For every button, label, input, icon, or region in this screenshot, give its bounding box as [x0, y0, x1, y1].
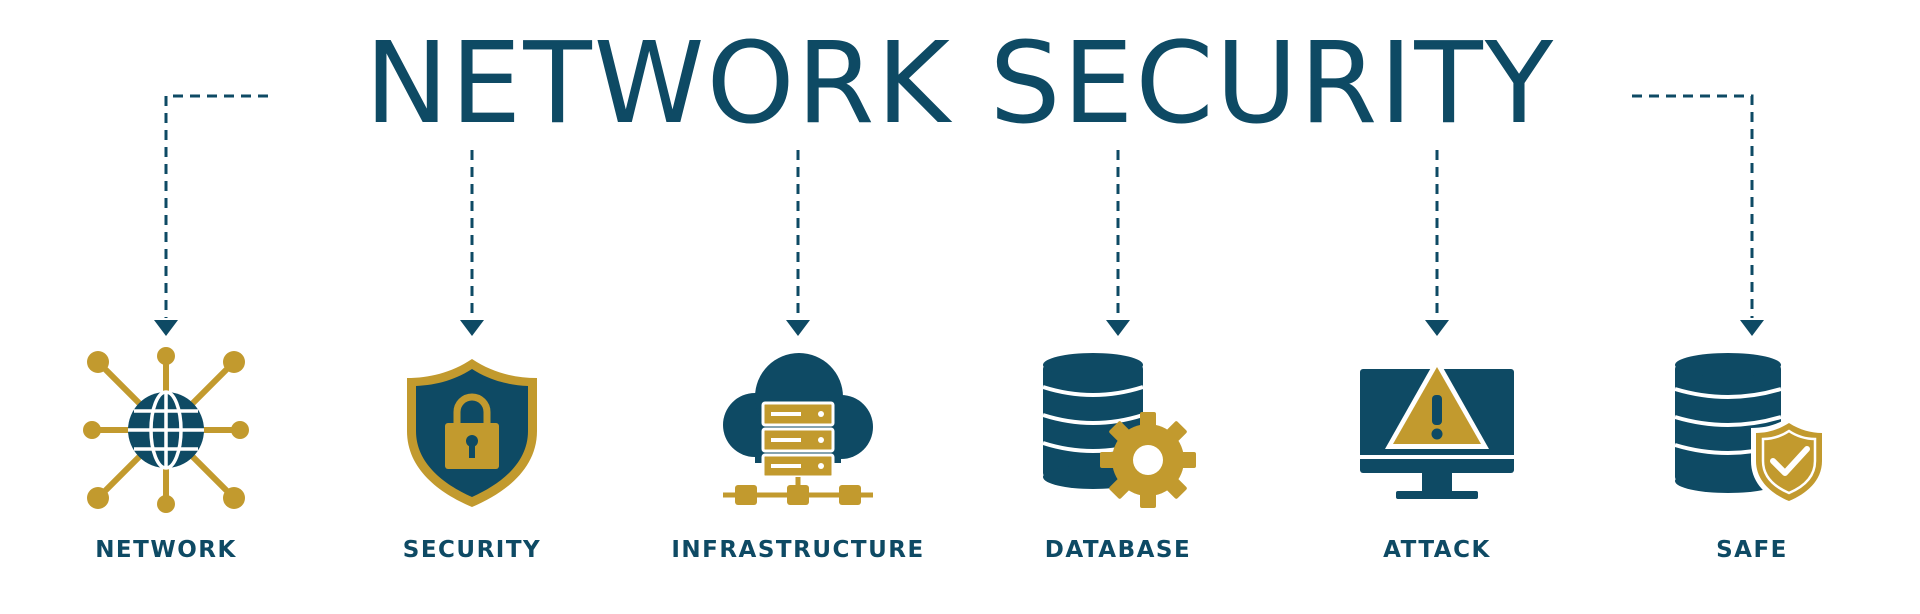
shield-lock-icon [407, 359, 537, 507]
connector-line-network [164, 94, 268, 318]
page-title: NETWORK SECURITY [364, 19, 1556, 149]
arrow-head-safe [1740, 320, 1764, 336]
arrow-head-database [1106, 320, 1130, 336]
monitor-warning-icon [1360, 357, 1514, 499]
cloud-server-icon [723, 353, 873, 505]
network-globe-icon [83, 347, 249, 513]
item-label: SAFE [1716, 537, 1788, 563]
item-label: INFRASTRUCTURE [671, 537, 925, 563]
arrow-head-security [460, 320, 484, 336]
arrow-head-network [154, 320, 178, 336]
arrow-head-attack [1425, 320, 1449, 336]
arrow-head-infrastructure [786, 320, 810, 336]
database-shield-icon [1674, 353, 1827, 507]
item-label: DATABASE [1044, 537, 1192, 563]
item-label: ATTACK [1383, 537, 1491, 563]
item-label: SECURITY [402, 537, 542, 563]
connector-line-safe [1632, 94, 1754, 318]
database-gear-icon [1042, 353, 1196, 508]
item-label: NETWORK [95, 537, 237, 563]
